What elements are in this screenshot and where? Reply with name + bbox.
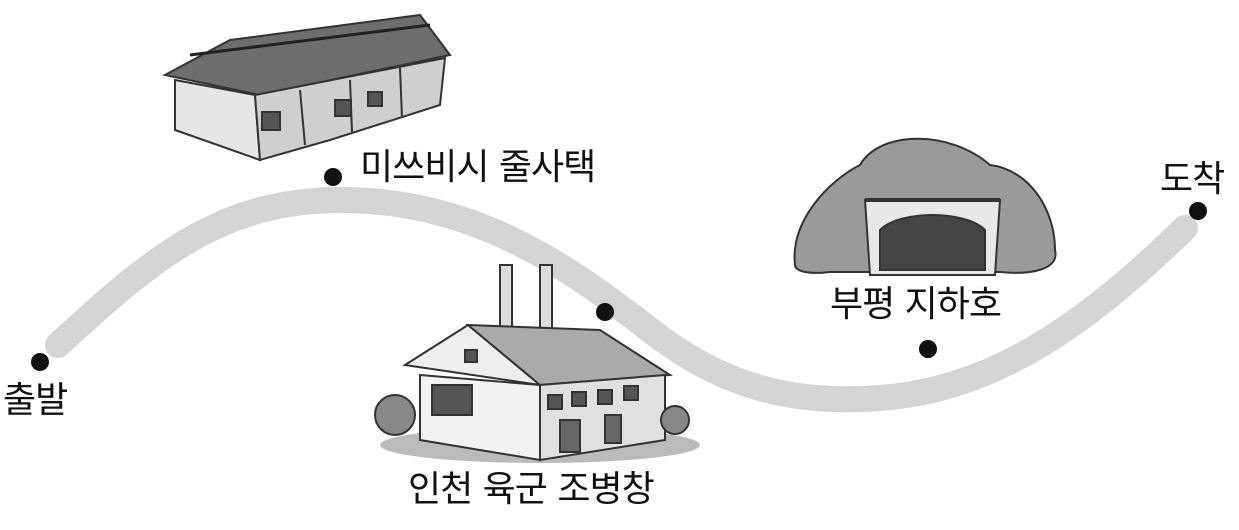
bunker-illustration <box>793 137 1057 276</box>
stop-label-bunker: 부평 지하호 <box>830 284 1002 325</box>
stop-dot-bunker <box>919 340 937 358</box>
row-houses-illustration <box>162 13 452 162</box>
stop-label-factory: 인천 육군 조병창 <box>408 469 655 510</box>
stop-dot-start <box>31 353 49 371</box>
stop-label-end: 도착 <box>1160 159 1225 200</box>
route-path <box>45 186 1198 413</box>
stop-dot-row-houses <box>324 168 342 186</box>
stop-dot-end <box>1189 202 1207 220</box>
stop-dot-factory <box>596 303 614 321</box>
stop-label-row-houses: 미쓰비시 줄사택 <box>360 147 596 188</box>
factory-illustration <box>374 264 700 463</box>
stop-label-start: 출발 <box>3 380 68 421</box>
